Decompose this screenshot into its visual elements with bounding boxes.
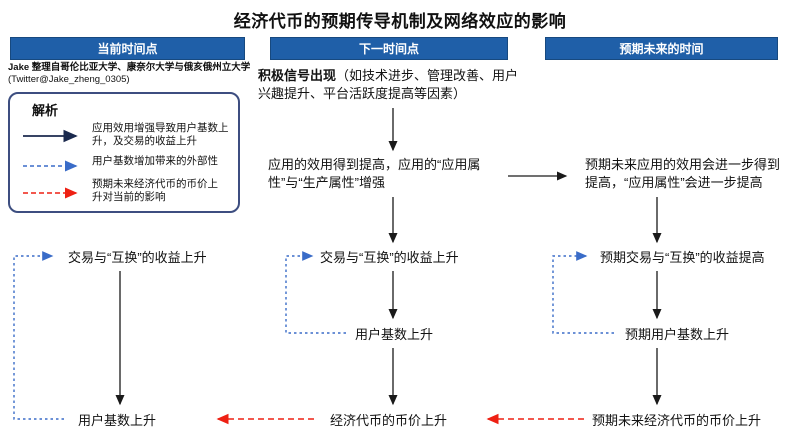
legend-item-blue-label: 用户基数增加带来的外部性 (92, 155, 218, 167)
legend-item-red-label: 预期未来经济代币的币价上升对当前的影响 (92, 178, 218, 204)
node-future-utility: 预期未来应用的效用会进一步得到提高，“应用属性”会进一步提高 (585, 157, 781, 190)
credit-attribution: Jake 整理自哥伦比亚大学、康奈尔大学与俄亥俄州立大学 (Twitter@Ja… (8, 62, 268, 87)
node-current-userbase: 用户基数上升 (78, 413, 157, 428)
node-next-positive-signal: 积极信号出现（如技术进步、管理改善、用户兴趣提升、平台活跃度提高等因素） (258, 67, 522, 102)
externality-arrow-future (552, 251, 614, 334)
legend-item-solid-label: 应用效用增强导致用户基数上升，及交易的收益上升 (92, 122, 229, 148)
node-future-userbase: 预期用户基数上升 (625, 327, 730, 342)
node-next-utility: 应用的效用得到提高，应用的“应用属性”与“生产属性”增强 (268, 157, 481, 190)
node-current-exchange: 交易与“互换”的收益上升 (68, 250, 207, 265)
node-next-positive-signal-detail: （如技术进步、管理改善、用户兴趣提升、平台活跃度提高等因素） (258, 68, 519, 101)
node-future-exchange: 预期交易与“互换”的收益提高 (600, 250, 765, 265)
legend-title: 解析 (32, 103, 59, 118)
column-header-current: 当前时间点 (10, 37, 245, 60)
legend-dashed-red-arrow-icon (22, 185, 84, 203)
page-title: 经济代币的预期传导机制及网络效应的影响 (233, 12, 567, 31)
column-header-next: 下一时间点 (270, 37, 508, 60)
node-future-price: 预期未来经济代币的币价上升 (592, 413, 762, 428)
column-header-future: 预期未来的时间 (545, 37, 778, 60)
externality-arrow-current (13, 251, 64, 420)
node-next-exchange: 交易与“互换”的收益上升 (320, 250, 459, 265)
externality-arrow-next (285, 251, 346, 334)
credit-line1: Jake 整理自哥伦比亚大学、康奈尔大学与俄亥俄州立大学 (8, 62, 251, 73)
credit-line2: (Twitter@Jake_zheng_0305) (8, 74, 130, 86)
legend-solid-arrow-icon (22, 128, 84, 146)
node-next-userbase: 用户基数上升 (355, 327, 434, 342)
legend-dashed-blue-arrow-icon (22, 158, 84, 176)
node-next-price: 经济代币的币价上升 (330, 413, 448, 428)
node-next-positive-signal-emphasis: 积极信号出现 (258, 68, 337, 83)
legend-box: 解析 应用效用增强导致用户基数上升，及交易的收益上升 (8, 92, 240, 213)
